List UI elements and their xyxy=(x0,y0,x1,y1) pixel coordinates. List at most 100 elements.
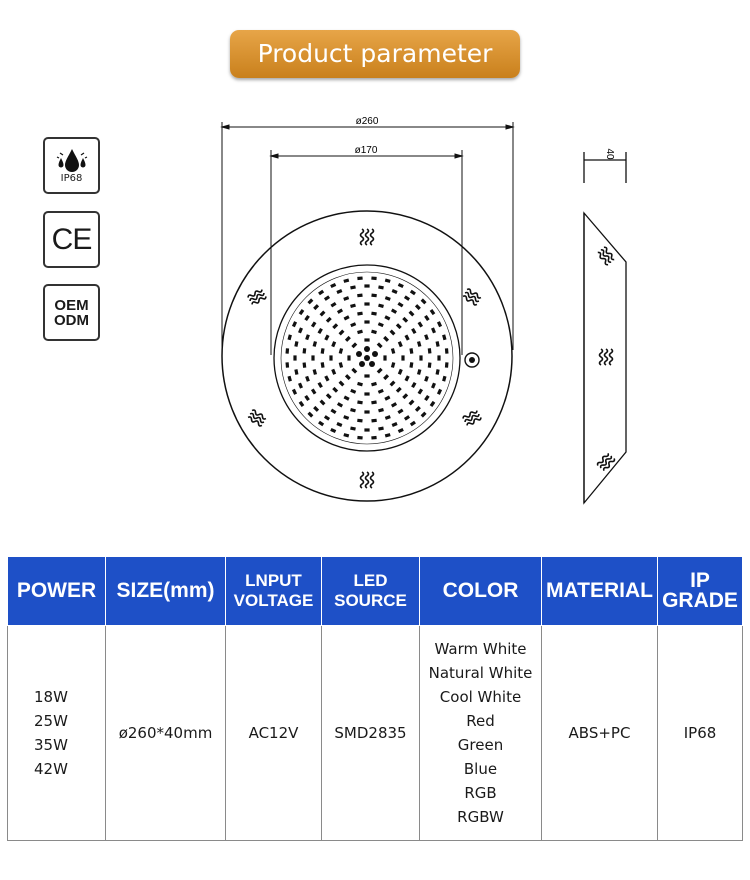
led-chip xyxy=(431,382,436,389)
led-chip xyxy=(357,329,363,335)
power-cell: 18W 25W 35W 42W xyxy=(7,625,106,841)
led-chip xyxy=(384,433,391,438)
led-chip xyxy=(376,367,383,374)
led-chip xyxy=(319,310,326,317)
led-chip xyxy=(390,402,398,408)
led-chip xyxy=(302,348,307,354)
side-view xyxy=(583,152,627,505)
led-chip xyxy=(285,362,290,368)
led-chip xyxy=(371,311,377,316)
led-chip xyxy=(427,348,432,354)
led-chip xyxy=(310,388,317,395)
color-value: Natural White xyxy=(428,664,533,682)
led-chip xyxy=(378,303,384,309)
ce-mark: CE xyxy=(51,222,93,256)
led-chip xyxy=(431,327,436,334)
led-chip xyxy=(357,400,363,405)
led-chip xyxy=(390,348,396,354)
color-value: Green xyxy=(457,736,504,754)
led-chip xyxy=(442,375,447,382)
led-chip xyxy=(442,334,447,341)
led-chip xyxy=(436,388,443,395)
led-chip xyxy=(384,278,391,283)
led-chip xyxy=(371,329,377,335)
led-chip xyxy=(319,399,326,406)
led-chip xyxy=(397,368,403,375)
led-chip xyxy=(364,338,370,342)
led-chip xyxy=(383,335,390,342)
ip68-label: IP68 xyxy=(60,172,83,184)
led-chip xyxy=(332,323,339,330)
led-chip xyxy=(320,348,325,354)
led-chip xyxy=(302,362,307,368)
led-chip xyxy=(411,327,417,335)
led-chip xyxy=(304,394,310,402)
color-value: Red xyxy=(466,712,495,730)
led-chip xyxy=(324,334,330,341)
led-chip xyxy=(417,321,424,328)
led-chip xyxy=(402,316,409,323)
led-chip xyxy=(444,348,449,354)
led-chip xyxy=(357,311,363,316)
led-chip xyxy=(397,282,404,289)
led-chip xyxy=(409,420,416,427)
led-chip xyxy=(424,375,429,382)
led-chip xyxy=(343,278,350,283)
led-chip xyxy=(307,411,314,418)
header-material: MATERIAL xyxy=(541,556,658,626)
led-chip xyxy=(424,314,430,322)
inner-diameter-label: ø170 xyxy=(355,145,378,156)
depth-label: 40 xyxy=(604,148,615,160)
led-chip xyxy=(330,427,337,434)
oem-label: OEM xyxy=(54,296,89,314)
led-chip xyxy=(298,327,303,334)
led-chip xyxy=(429,400,436,407)
led-chip xyxy=(416,341,422,347)
led-chip xyxy=(294,341,299,347)
led-chip xyxy=(291,388,298,395)
led-chip xyxy=(384,415,391,420)
led-chip xyxy=(419,355,423,361)
led-chip xyxy=(351,342,358,349)
outer-ring xyxy=(221,210,513,502)
led-chip xyxy=(409,362,414,368)
led-chip xyxy=(420,298,427,305)
led-chip xyxy=(291,321,298,328)
inner-diameter-dimension xyxy=(269,150,464,355)
led-chip xyxy=(371,293,377,298)
led-chip xyxy=(364,410,370,414)
led-chip xyxy=(344,335,351,342)
power-value: 18W xyxy=(34,688,68,706)
led-chip xyxy=(324,375,330,382)
led-chip xyxy=(414,304,421,311)
size-cell: ø260*40mm xyxy=(105,625,226,841)
led-chip xyxy=(378,426,384,431)
water-drops-icon xyxy=(56,148,87,172)
led-chip xyxy=(378,407,384,413)
led-chip xyxy=(395,386,402,393)
color-value: Cool White xyxy=(439,688,522,706)
led-chip xyxy=(350,426,356,431)
led-chip xyxy=(313,405,320,412)
led-chip xyxy=(285,348,290,354)
color-value: RGBW xyxy=(457,808,504,826)
header-color: COLOR xyxy=(419,556,542,626)
led-chip xyxy=(414,405,421,412)
led-chip xyxy=(305,334,310,341)
led-chip xyxy=(357,435,363,440)
led-chip xyxy=(378,285,384,290)
side-grip-marks xyxy=(595,245,617,473)
led-chip xyxy=(310,321,317,328)
led-chip xyxy=(389,380,396,387)
led-chip xyxy=(329,355,333,361)
ip68-badge: IP68 xyxy=(43,137,100,194)
color-value: Blue xyxy=(463,760,498,778)
led-chip xyxy=(371,418,377,423)
led-chip xyxy=(424,394,430,402)
led-chip xyxy=(330,408,337,415)
led-chip xyxy=(330,301,337,308)
led-chip xyxy=(395,323,402,330)
